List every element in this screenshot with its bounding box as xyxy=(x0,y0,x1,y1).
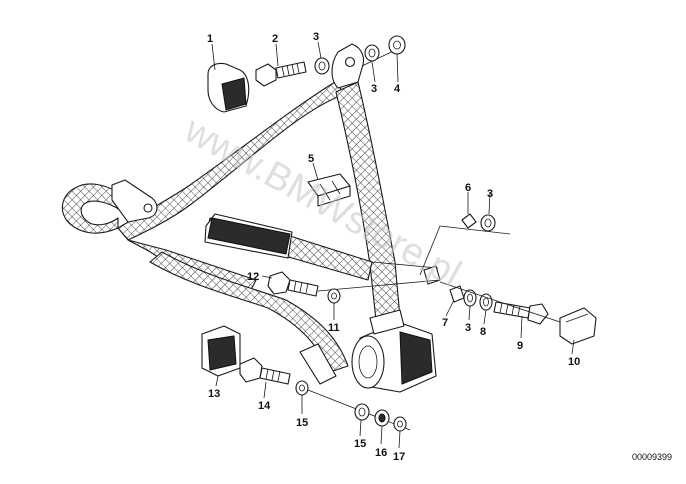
label-5: 5 xyxy=(308,153,314,165)
label-10: 10 xyxy=(568,356,580,368)
part-5-belt-clip xyxy=(307,173,351,207)
part-4-washer xyxy=(388,35,406,55)
label-3-d: 3 xyxy=(465,322,471,334)
label-3-c: 3 xyxy=(487,188,493,200)
part-12-axis xyxy=(317,279,441,292)
retractor-spool xyxy=(351,335,385,389)
part-12-bolt xyxy=(267,271,319,297)
label-6: 6 xyxy=(465,182,471,194)
watermark: www.BMWstore.pl xyxy=(177,109,468,296)
leader-lines xyxy=(211,41,575,449)
label-3-a: 3 xyxy=(313,31,319,43)
label-2: 2 xyxy=(272,33,278,45)
upper-anchor-hole xyxy=(344,56,356,68)
retractor-mechanism xyxy=(399,331,433,385)
label-15-b: 15 xyxy=(354,438,366,450)
retractor-spool-inner xyxy=(358,345,378,379)
label-4: 4 xyxy=(394,83,401,95)
part-2-bolt xyxy=(255,61,307,87)
label-17: 17 xyxy=(393,451,405,463)
right-axis-line xyxy=(439,225,511,235)
label-1: 1 xyxy=(207,33,213,45)
part-15-washer-left xyxy=(295,380,309,396)
anchor-hole xyxy=(143,203,153,213)
part-10-cap xyxy=(559,307,597,345)
part-7-spacer xyxy=(449,285,465,303)
buckle-axis xyxy=(371,261,439,269)
part-11-washer xyxy=(327,288,341,304)
part-3-washer-right xyxy=(480,214,496,232)
label-16: 16 xyxy=(375,447,387,459)
label-8: 8 xyxy=(480,326,486,338)
part-9-bolt xyxy=(493,301,549,325)
label-11: 11 xyxy=(328,322,340,334)
buckle-cover xyxy=(207,217,291,255)
part-17-washer xyxy=(393,416,407,432)
shoulder-belt-strap xyxy=(117,81,346,241)
part-1-cover-cap xyxy=(207,62,250,113)
part-8-washer xyxy=(479,293,493,311)
label-13: 13 xyxy=(208,388,220,400)
lower-axis-line xyxy=(439,281,561,323)
part-3-washer-top xyxy=(314,57,330,75)
part-13-cover-cap xyxy=(201,325,241,377)
label-12: 12 xyxy=(247,271,259,283)
part-6-nut xyxy=(461,213,477,229)
label-9: 9 xyxy=(517,340,523,352)
label-3-b: 3 xyxy=(371,83,377,95)
part-labels: 1 2 3 3 4 5 6 3 7 3 8 9 10 12 11 13 14 1… xyxy=(207,31,580,463)
part-15-washer-right xyxy=(354,403,370,421)
retractor-guide xyxy=(369,309,405,335)
label-14: 14 xyxy=(258,400,271,412)
strap-end-tab xyxy=(299,343,337,385)
lower-anchor-bracket xyxy=(111,179,158,223)
label-7: 7 xyxy=(442,317,448,329)
right-axis-line-2 xyxy=(419,225,441,276)
lower-belt-strap xyxy=(149,251,349,373)
label-15-a: 15 xyxy=(296,417,308,429)
part-14-bolt xyxy=(239,357,291,385)
document-number: 00009399 xyxy=(632,452,672,462)
part-3-washer-top-2 xyxy=(364,44,380,62)
